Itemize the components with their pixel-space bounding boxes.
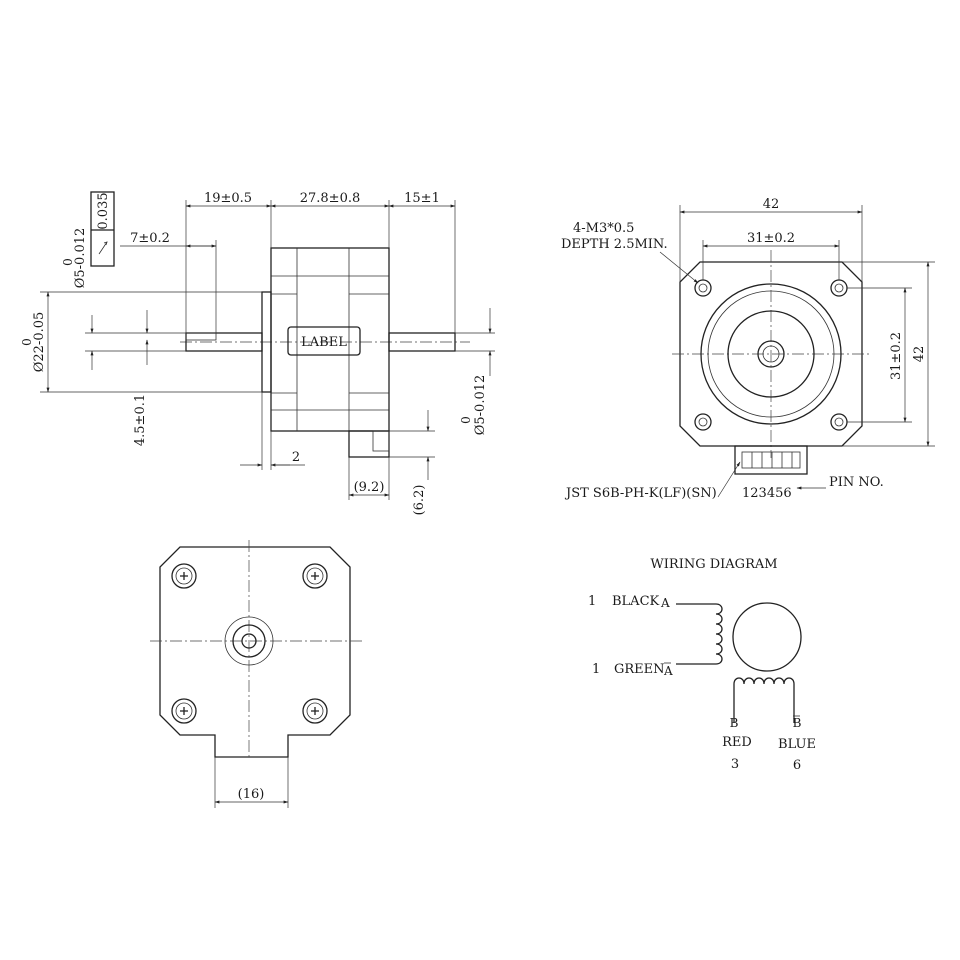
pin-numbers: 123456 — [742, 486, 792, 501]
green-label: GREEN — [614, 662, 665, 677]
front-view: 42 31±0.2 31±0.2 42 4-M3*0.5 DEPTH 2.5MI… — [561, 197, 935, 501]
label-text: LABEL — [301, 335, 347, 350]
green-pin: 1 — [592, 662, 600, 677]
black-phase: A — [660, 596, 670, 610]
screw-icon — [171, 563, 197, 589]
mount-holes-callout: 4-M3*0.5 — [573, 221, 634, 236]
dim-body-length: 27.8±0.8 — [300, 191, 361, 206]
coil-a-icon — [676, 603, 723, 665]
tol-zero-b: 0 — [459, 416, 473, 424]
front-shaft-diameter: Ø5-0.012 — [73, 228, 88, 289]
dim-tab-width: (16) — [238, 787, 265, 802]
screw-icon — [302, 698, 328, 724]
red-label: RED — [722, 735, 752, 750]
dim-height: 42 — [912, 346, 927, 363]
dim-front-shaft: 19±0.5 — [204, 191, 252, 206]
mount-hole-icon — [694, 413, 712, 431]
blue-pin: 6 — [793, 758, 801, 773]
wiring-diagram: WIRING DIAGRAM 1 BLACK A 1 GREEN A B RED… — [588, 557, 816, 773]
screw-icon — [302, 563, 328, 589]
dim-rear-shaft: 15±1 — [404, 191, 440, 206]
connector-side — [348, 430, 390, 458]
boss-diameter: Ø22-0.05 — [32, 312, 47, 373]
mount-hole-icon — [830, 413, 848, 431]
black-pin: 1 — [588, 594, 596, 609]
dim-flat-depth: 4.5±0.1 — [133, 394, 148, 446]
dim-hole-spacing-v: 31±0.2 — [889, 332, 904, 380]
connector-part: JST S6B-PH-K(LF)(SN) — [564, 486, 717, 501]
red-phase: B — [730, 716, 739, 730]
rear-view: (16) — [150, 540, 362, 808]
runout-value: 0.035 — [96, 192, 111, 229]
red-pin: 3 — [731, 757, 739, 772]
dim-hole-spacing-h: 31±0.2 — [747, 231, 795, 246]
screw-icon — [171, 698, 197, 724]
green-phase: A — [663, 664, 673, 678]
wiring-title: WIRING DIAGRAM — [650, 557, 777, 572]
coil-b-icon — [733, 677, 795, 723]
mount-hole-icon — [830, 279, 848, 297]
blue-label: BLUE — [778, 737, 816, 752]
tol-zero-a: 0 — [61, 258, 75, 266]
black-label: BLACK — [612, 594, 660, 609]
tol-zero-c: 0 — [20, 338, 34, 346]
motor-symbol-icon — [732, 602, 802, 672]
dim-boss-height: 2 — [292, 450, 300, 465]
dim-connector-length: (9.2) — [354, 480, 385, 495]
rear-outline — [159, 546, 351, 758]
side-view: LABEL 19±0.5 27.8±0.8 15±1 7±0.2 — [20, 191, 495, 515]
dim-width: 42 — [763, 197, 780, 212]
connector-front — [734, 445, 808, 475]
dim-flat-length: 7±0.2 — [130, 231, 170, 246]
label-box — [287, 326, 361, 356]
hole-depth-callout: DEPTH 2.5MIN. — [561, 237, 668, 252]
dim-connector-height: (6.2) — [412, 485, 427, 516]
pin-label: PIN NO. — [829, 475, 884, 490]
blue-phase: B — [793, 716, 802, 730]
rear-shaft-diameter: Ø5-0.012 — [473, 375, 488, 436]
runout-frame: 0.035 — [90, 191, 115, 267]
